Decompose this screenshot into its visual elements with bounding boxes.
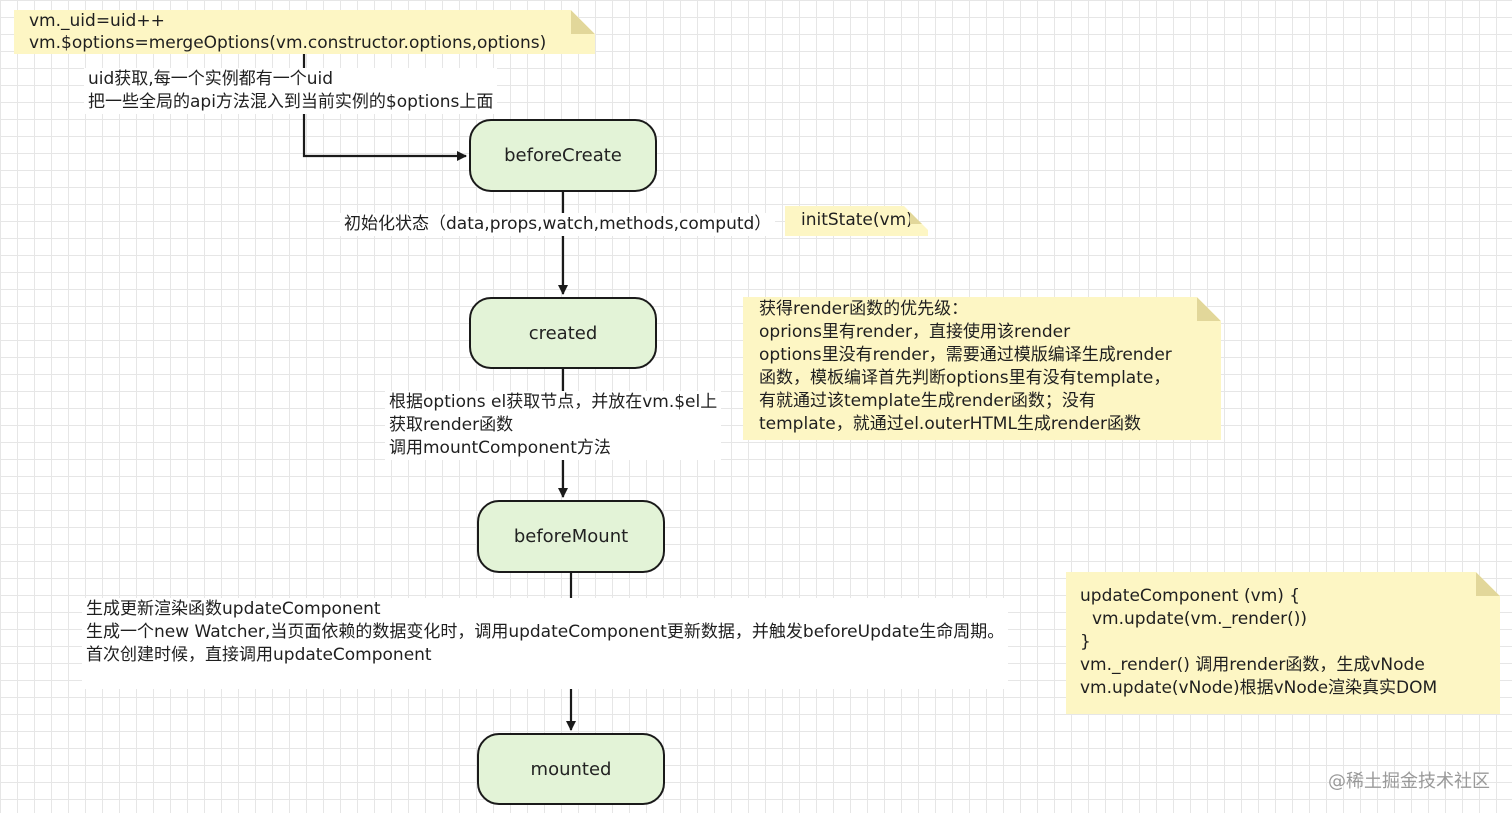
label-uid: uid获取,每一个实例都有一个uid 把一些全局的api方法混入到当前实例的$o… — [84, 68, 498, 114]
note-line: vm.update(vNode)根据vNode渲染真实DOM — [1080, 678, 1438, 698]
label-line: 获取render函数 — [389, 415, 514, 435]
note-line: 获得render函数的优先级： — [759, 299, 969, 319]
note-line: 函数，模板编译首先判断options里有没有template， — [759, 368, 1171, 388]
label-line: 调用mountComponent方法 — [389, 438, 611, 458]
note-uid-code: vm._uid=uid++ vm.$options=mergeOptions(v… — [14, 10, 595, 54]
note-line: vm._render() 调用render函数，生成vNode — [1080, 655, 1425, 675]
note-render-priority: 获得render函数的优先级： oprions里有render，直接使用该ren… — [743, 297, 1221, 440]
note-line: vm.update(vm._render()) — [1092, 609, 1308, 629]
label-line: 生成更新渲染函数updateComponent — [86, 599, 381, 619]
watermark: @稀土掘金技术社区 — [1328, 771, 1490, 792]
node-before-create: beforeCreate — [469, 119, 657, 192]
label-line: 初始化状态（data,props,watch,methods,computd） — [344, 214, 772, 234]
note-line: vm.$options=mergeOptions(vm.constructor.… — [29, 33, 547, 53]
note-line: initState(vm) — [801, 210, 913, 230]
label-init-state: 初始化状态（data,props,watch,methods,computd） — [340, 213, 776, 236]
label-line: 首次创建时候，直接调用updateComponent — [86, 645, 432, 665]
note-init-state: initState(vm) — [785, 206, 928, 236]
label-line: uid获取,每一个实例都有一个uid — [88, 69, 333, 89]
node-created: created — [469, 297, 657, 369]
note-update-component: updateComponent (vm) { vm.update(vm._ren… — [1066, 572, 1500, 714]
note-line: updateComponent (vm) { — [1080, 586, 1301, 606]
node-mounted: mounted — [477, 733, 665, 805]
label-line: 根据options el获取节点，并放在vm.$el上 — [389, 392, 718, 412]
note-line: oprions里有render，直接使用该render — [759, 322, 1071, 342]
label-watcher: 生成更新渲染函数updateComponent 生成一个new Watcher,… — [82, 598, 1009, 689]
note-line: vm._uid=uid++ — [29, 11, 165, 31]
note-line: options里没有render，需要通过模版编译生成render — [759, 345, 1172, 365]
node-before-mount: beforeMount — [477, 500, 665, 573]
label-line: 生成一个new Watcher,当页面依赖的数据变化时，调用updateComp… — [86, 622, 1005, 642]
note-line: } — [1080, 632, 1091, 652]
label-line: 把一些全局的api方法混入到当前实例的$options上面 — [88, 92, 494, 112]
note-line: template，就通过el.outerHTML生成render函数 — [759, 414, 1142, 434]
label-mount: 根据options el获取节点，并放在vm.$el上 获取render函数 调… — [385, 391, 722, 460]
note-line: 有就通过该template生成render函数；没有 — [759, 391, 1096, 411]
